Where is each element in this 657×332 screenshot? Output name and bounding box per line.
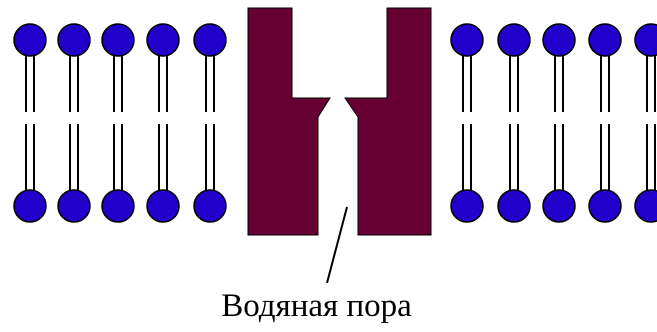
phospholipid — [146, 23, 180, 223]
lipid-head-icon — [57, 189, 91, 223]
phospholipid — [588, 23, 622, 223]
phospholipid — [497, 23, 531, 223]
phospholipid — [13, 23, 47, 223]
lipid-head-icon — [542, 23, 576, 57]
lipid-head-icon — [450, 23, 484, 57]
lipid-head-icon — [634, 23, 657, 57]
lipid-bilayer-left — [13, 23, 227, 223]
channel-protein-left-subunit — [247, 7, 331, 236]
phospholipid — [450, 23, 484, 223]
water-pore-label-text: Водяная пора — [221, 288, 412, 324]
phospholipid — [193, 23, 227, 223]
lipid-bilayer-right — [450, 23, 657, 223]
phospholipid — [101, 23, 135, 223]
lipid-head-icon — [101, 189, 135, 223]
lipid-head-icon — [13, 23, 47, 57]
lipid-head-icon — [634, 189, 657, 223]
lipid-head-icon — [193, 23, 227, 57]
lipid-head-icon — [146, 23, 180, 57]
phospholipid — [634, 23, 657, 223]
lipid-head-icon — [588, 23, 622, 57]
lipid-head-icon — [542, 189, 576, 223]
channel-protein-right-subunit — [344, 7, 432, 236]
lipid-head-icon — [588, 189, 622, 223]
water-pore-label: Водяная пора — [0, 286, 657, 326]
phospholipid — [57, 23, 91, 223]
pointer-line — [326, 206, 348, 284]
lipid-head-icon — [450, 189, 484, 223]
lipid-head-icon — [13, 189, 47, 223]
lipid-head-icon — [497, 189, 531, 223]
phospholipid — [542, 23, 576, 223]
lipid-head-icon — [146, 189, 180, 223]
lipid-head-icon — [193, 189, 227, 223]
lipid-head-icon — [101, 23, 135, 57]
lipid-head-icon — [497, 23, 531, 57]
lipid-head-icon — [57, 23, 91, 57]
